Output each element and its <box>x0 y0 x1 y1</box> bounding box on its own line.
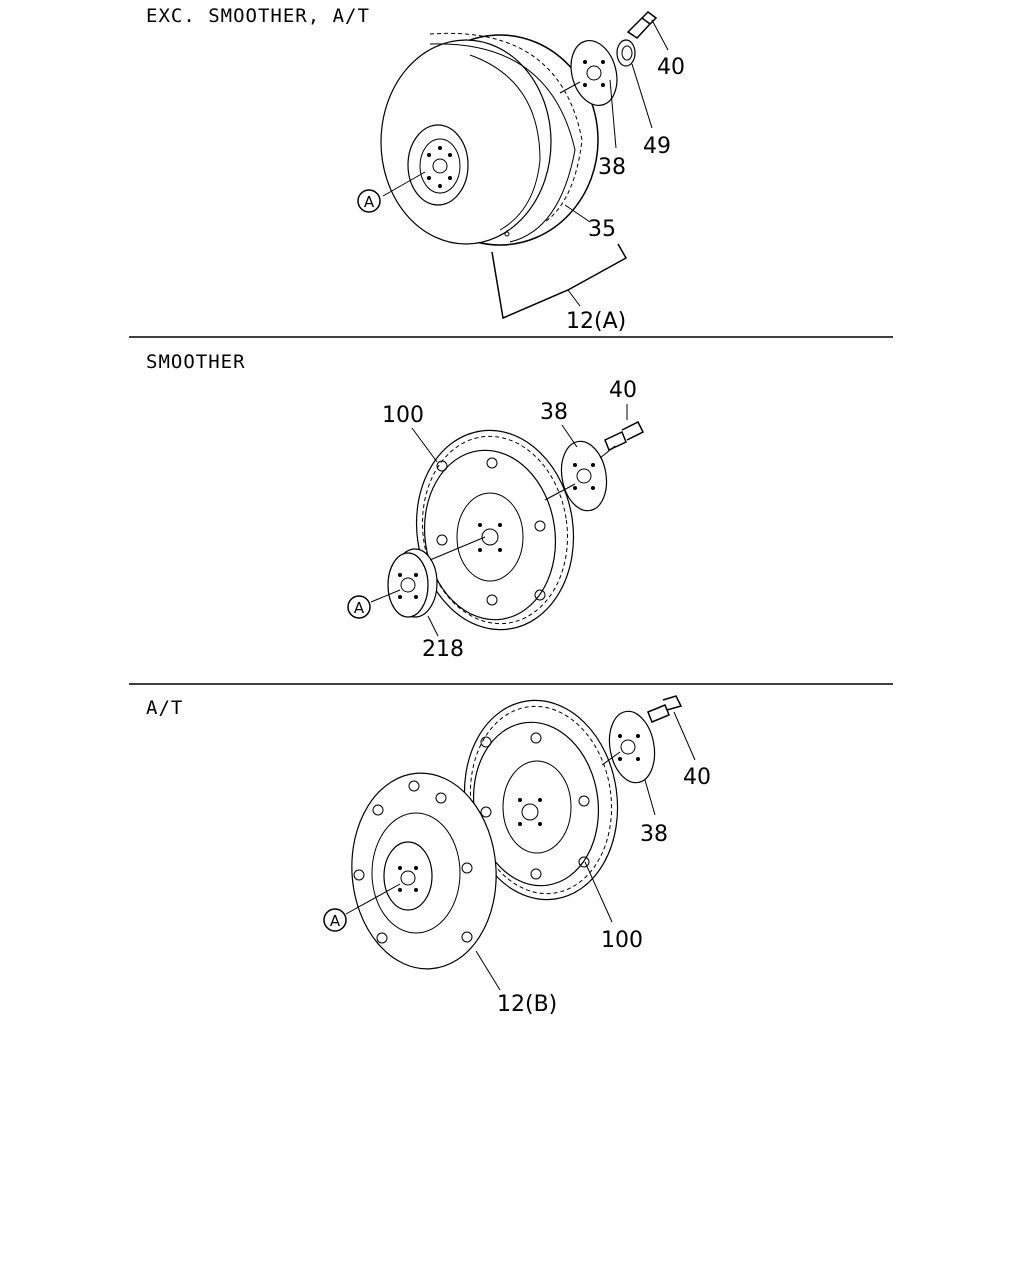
flywheel-at-drawing <box>463 699 619 901</box>
callout-38: 38 <box>640 822 668 847</box>
ref-marker-circle <box>357 189 381 213</box>
section-header: SMOOTHER <box>146 351 246 373</box>
drive-plate-12b-drawing <box>351 772 497 970</box>
ref-marker-circle <box>347 595 371 619</box>
section-at: A/T <box>146 695 711 1017</box>
ref-marker-circle <box>323 908 347 932</box>
callout-40: 40 <box>683 765 711 790</box>
plate-38-drawing <box>560 440 608 512</box>
flywheel-smoother-drawing <box>415 429 575 631</box>
callout-12a: 12(A) <box>566 309 626 334</box>
torque-converter-drawing <box>380 32 599 246</box>
leader-lines-section-1 <box>382 19 669 320</box>
ref-marker-a: A <box>364 193 375 211</box>
section-smoother: SMOOTHER <box>146 351 645 662</box>
callout-12b: 12(B) <box>497 992 557 1017</box>
callout-49: 49 <box>643 134 671 159</box>
section-exc-smoother-at: EXC. SMOOTHER, A/T <box>146 5 685 334</box>
plate-38-drawing <box>570 40 618 106</box>
bolt-40-drawing <box>626 11 658 39</box>
bolt-40-drawing <box>647 695 683 723</box>
callout-38: 38 <box>598 155 626 180</box>
leader-lines-section-3 <box>345 711 696 991</box>
callout-40: 40 <box>609 378 637 403</box>
bolt-40-drawing <box>604 420 645 452</box>
damper-218-drawing <box>387 548 438 618</box>
callout-40: 40 <box>657 55 685 80</box>
callout-100: 100 <box>601 928 643 953</box>
ref-marker-a: A <box>330 912 341 930</box>
callout-38: 38 <box>540 400 568 425</box>
section-header: EXC. SMOOTHER, A/T <box>146 5 370 27</box>
callout-35: 35 <box>588 217 616 242</box>
bearing-49-drawing <box>616 39 636 67</box>
callout-100: 100 <box>382 403 424 428</box>
plate-38-drawing <box>608 710 656 784</box>
section-header: A/T <box>146 697 183 719</box>
callout-218: 218 <box>422 637 464 662</box>
leader-lines-section-2 <box>370 404 628 637</box>
ref-marker-a: A <box>354 599 365 617</box>
